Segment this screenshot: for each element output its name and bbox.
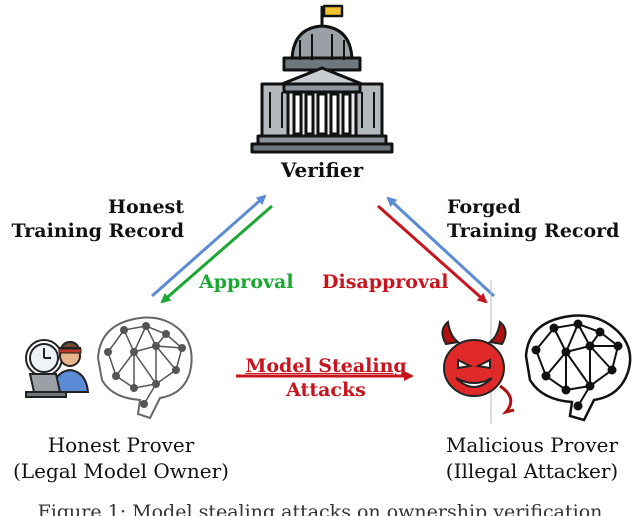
worker-at-laptop-icon (25, 339, 90, 398)
forged-record-line2: Training Record (447, 220, 620, 242)
honest-record-line1: Honest (108, 196, 184, 218)
courthouse-icon (250, 4, 394, 154)
honest-prover-line1: Honest Prover (47, 433, 195, 457)
disapproval-label: Disapproval (322, 271, 449, 293)
honest-prover-line2: (Legal Model Owner) (13, 459, 229, 483)
model-stealing-line2: Attacks (286, 379, 366, 401)
forged-record-arrow (386, 196, 496, 298)
honest-record-arrow (151, 194, 267, 298)
malicious-prover-label: Malicious Prover (Illegal Attacker) (428, 432, 636, 484)
neural-brain-icon (524, 314, 632, 422)
model-stealing-line1: Model Stealing (245, 355, 407, 377)
malicious-prover-line1: Malicious Prover (445, 433, 619, 457)
devil-icon (441, 320, 515, 415)
neural-brain-icon (96, 316, 193, 420)
forged-record-label: Forged Training Record (447, 195, 619, 243)
verifier-label: Verifier (280, 158, 364, 182)
honest-record-line2: Training Record (11, 220, 184, 242)
malicious-prover-line2: (Illegal Attacker) (445, 459, 619, 483)
disapproval-arrow (377, 204, 488, 304)
approval-label: Approval (199, 271, 294, 293)
figure-caption: Figure 1: Model stealing attacks on owne… (37, 501, 603, 516)
model-stealing-label: Model Stealing Attacks (238, 354, 414, 402)
forged-record-line1: Forged (447, 196, 521, 218)
honest-prover-label: Honest Prover (Legal Model Owner) (8, 432, 234, 484)
honest-record-label: Honest Training Record (12, 195, 184, 243)
approval-arrow (160, 204, 273, 304)
